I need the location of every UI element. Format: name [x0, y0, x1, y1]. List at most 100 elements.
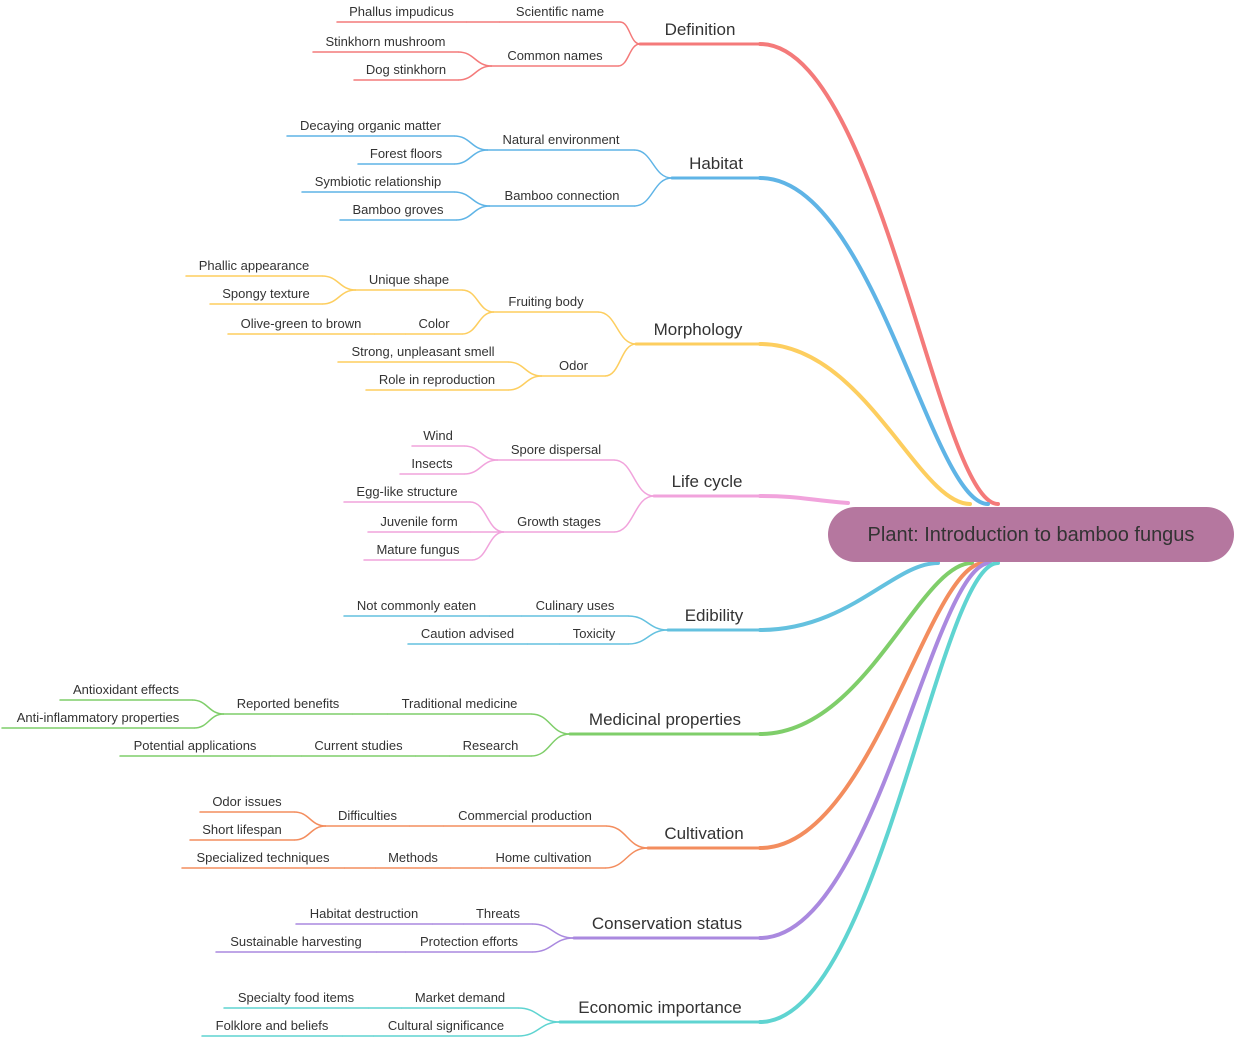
connector-spongy-texture — [321, 289, 357, 305]
node-culinary-uses[interactable]: Culinary uses — [536, 598, 615, 613]
connector-mature-fungus — [471, 531, 505, 561]
connector-culinary-uses — [627, 615, 669, 631]
node-mature-fungus[interactable]: Mature fungus — [376, 542, 460, 557]
root-node[interactable]: Plant: Introduction to bamboo fungus — [828, 507, 1234, 562]
connector-forest-floors — [453, 149, 489, 165]
connector-fruiting-body — [597, 311, 637, 345]
connector-wind — [463, 445, 499, 461]
connector-antioxidant-effects — [191, 699, 225, 715]
connector-short-lifespan — [293, 825, 327, 841]
branch-node-morphology[interactable]: Morphology — [654, 320, 743, 339]
node-spongy-texture[interactable]: Spongy texture — [222, 286, 309, 301]
branch-node-conservation-status[interactable]: Conservation status — [592, 914, 742, 933]
node-forest-floors[interactable]: Forest floors — [370, 146, 443, 161]
node-cultural-significance[interactable]: Cultural significance — [388, 1018, 504, 1033]
node-antioxidant-effects[interactable]: Antioxidant effects — [73, 682, 179, 697]
node-traditional-medicine[interactable]: Traditional medicine — [402, 696, 518, 711]
branch-node-cultivation[interactable]: Cultivation — [664, 824, 743, 843]
connector-market-demand — [517, 1007, 561, 1023]
branch-node-habitat[interactable]: Habitat — [689, 154, 743, 173]
node-methods[interactable]: Methods — [388, 850, 438, 865]
node-spore-dispersal[interactable]: Spore dispersal — [511, 442, 601, 457]
branch-node-life-cycle[interactable]: Life cycle — [672, 472, 743, 491]
connector-scientific-name — [619, 21, 641, 45]
node-common-names[interactable]: Common names — [507, 48, 603, 63]
connector-bamboo-connection — [633, 177, 673, 207]
node-growth-stages[interactable]: Growth stages — [517, 514, 601, 529]
connector-dog-stinkhorn — [457, 65, 493, 81]
node-specialized-techniques[interactable]: Specialized techniques — [197, 850, 330, 865]
connector-home-cultivation — [604, 847, 649, 869]
node-protection-efforts[interactable]: Protection efforts — [420, 934, 519, 949]
node-sustainable-harvesting[interactable]: Sustainable harvesting — [230, 934, 362, 949]
node-folklore-and-beliefs[interactable]: Folklore and beliefs — [216, 1018, 329, 1033]
node-role-in-reproduction[interactable]: Role in reproduction — [379, 372, 495, 387]
node-anti-inflammatory-properties[interactable]: Anti-inflammatory properties — [17, 710, 180, 725]
node-specialty-food-items[interactable]: Specialty food items — [238, 990, 355, 1005]
node-commercial-production[interactable]: Commercial production — [458, 808, 592, 823]
mindmap-nodes: Definition Scientific name Phallus impudic… — [17, 4, 744, 1033]
branch-node-economic-importance[interactable]: Economic importance — [578, 998, 741, 1017]
branch-node-medicinal-properties[interactable]: Medicinal properties — [589, 710, 741, 729]
connector-anti-inflammatory-properties — [193, 713, 225, 729]
connector-spore-dispersal — [613, 459, 655, 497]
node-symbiotic-relationship[interactable]: Symbiotic relationship — [315, 174, 441, 189]
node-reported-benefits[interactable]: Reported benefits — [237, 696, 340, 711]
node-natural-environment[interactable]: Natural environment — [502, 132, 619, 147]
connector-egg-like-structure — [469, 501, 505, 533]
node-potential-applications[interactable]: Potential applications — [134, 738, 257, 753]
node-bamboo-groves[interactable]: Bamboo groves — [352, 202, 444, 217]
node-decaying-organic-matter[interactable]: Decaying organic matter — [300, 118, 442, 133]
connector-traditional-medicine — [530, 713, 571, 735]
branch-connector-definition — [758, 42, 1000, 506]
connector-insects — [463, 459, 499, 475]
connector-decaying-organic-matter — [453, 135, 489, 151]
node-scientific-name[interactable]: Scientific name — [516, 4, 604, 19]
connector-toxicity — [627, 629, 669, 645]
node-home-cultivation[interactable]: Home cultivation — [495, 850, 591, 865]
branch-connector-economic-importance — [758, 561, 1000, 1024]
node-phallus-impudicus[interactable]: Phallus impudicus — [349, 4, 454, 19]
branch-node-edibility[interactable]: Edibility — [685, 606, 744, 625]
node-strong-unpleasant-smell[interactable]: Strong, unpleasant smell — [351, 344, 494, 359]
branch-node-definition[interactable]: Definition — [665, 20, 736, 39]
node-habitat-destruction[interactable]: Habitat destruction — [310, 906, 418, 921]
node-market-demand[interactable]: Market demand — [415, 990, 505, 1005]
node-egg-like-structure[interactable]: Egg-like structure — [356, 484, 457, 499]
node-dog-stinkhorn[interactable]: Dog stinkhorn — [366, 62, 446, 77]
branch-connector-cultivation — [758, 561, 986, 850]
node-color[interactable]: Color — [418, 316, 450, 331]
node-wind[interactable]: Wind — [423, 428, 453, 443]
connector-protection-efforts — [531, 937, 575, 953]
node-phallic-appearance[interactable]: Phallic appearance — [199, 258, 310, 273]
branch-connector-habitat — [758, 176, 990, 506]
connector-stinkhorn-mushroom — [457, 51, 493, 67]
node-odor-issues[interactable]: Odor issues — [212, 794, 282, 809]
node-insects[interactable]: Insects — [411, 456, 453, 471]
node-caution-advised[interactable]: Caution advised — [421, 626, 514, 641]
node-juvenile-form[interactable]: Juvenile form — [380, 514, 457, 529]
node-current-studies[interactable]: Current studies — [314, 738, 403, 753]
root-node-label: Plant: Introduction to bamboo fungus — [868, 524, 1195, 546]
node-stinkhorn-mushroom[interactable]: Stinkhorn mushroom — [326, 34, 446, 49]
node-unique-shape[interactable]: Unique shape — [369, 272, 449, 287]
connector-odor — [604, 343, 637, 377]
connector-phallic-appearance — [321, 275, 357, 291]
node-odor[interactable]: Odor — [559, 358, 589, 373]
connector-bamboo-groves — [455, 205, 491, 221]
connector-unique-shape — [461, 289, 495, 313]
connector-research — [530, 733, 571, 757]
node-threats[interactable]: Threats — [476, 906, 521, 921]
node-toxicity[interactable]: Toxicity — [573, 626, 616, 641]
branch-connector-medicinal-properties — [758, 561, 974, 736]
node-research[interactable]: Research — [463, 738, 519, 753]
connector-cultural-significance — [517, 1021, 561, 1037]
node-olive-green-to-brown[interactable]: Olive-green to brown — [241, 316, 362, 331]
node-bamboo-connection[interactable]: Bamboo connection — [505, 188, 620, 203]
branch-connector-morphology — [758, 342, 972, 506]
node-difficulties[interactable]: Difficulties — [338, 808, 398, 823]
node-not-commonly-eaten[interactable]: Not commonly eaten — [357, 598, 476, 613]
node-short-lifespan[interactable]: Short lifespan — [202, 822, 282, 837]
node-fruiting-body[interactable]: Fruiting body — [508, 294, 584, 309]
